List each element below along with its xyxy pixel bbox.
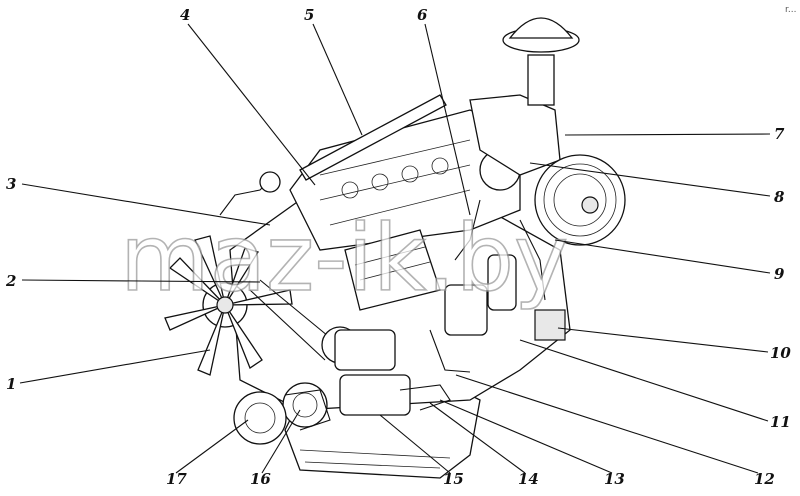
leader-8: [529, 162, 771, 197]
callout-labels: 1 2 3 4 5 6 7 8 9 10 11 12 13 14 15 16 1…: [5, 6, 791, 488]
callout-1: 1: [6, 375, 16, 393]
injection-pump: [344, 229, 441, 311]
callout-2: 2: [5, 272, 16, 290]
starter: [339, 374, 411, 416]
callout-4: 4: [180, 6, 190, 24]
leader-16: [261, 409, 301, 474]
callout-8: 8: [774, 188, 785, 206]
fuel-filter: [487, 254, 517, 311]
intake-pipe: [527, 54, 555, 106]
corner-mark: r...: [785, 5, 796, 15]
leader-9: [554, 239, 771, 274]
oil-filter: [444, 284, 488, 336]
pump-flange: [534, 309, 566, 341]
leader-3: [21, 183, 271, 226]
engine-drawing: [164, 17, 626, 479]
callout-5: 5: [304, 6, 314, 24]
cooling-fan: [164, 235, 293, 376]
leader-13: [439, 399, 613, 474]
leader-17: [175, 419, 249, 474]
leader-6: [424, 23, 471, 216]
thermostat-housing: [259, 171, 281, 193]
callout-16: 16: [250, 470, 271, 488]
leader-lines: [19, 23, 771, 474]
leader-4: [187, 23, 316, 186]
damper-pulley: [233, 391, 287, 445]
callout-9: 9: [774, 265, 785, 283]
fuel-rail: [299, 94, 447, 181]
leader-7: [564, 133, 771, 136]
callout-6: 6: [417, 6, 428, 24]
callout-15: 15: [443, 470, 464, 488]
callout-12: 12: [754, 470, 775, 488]
leader-14: [429, 402, 526, 474]
leader-2: [21, 279, 261, 283]
leader-1: [19, 349, 211, 384]
leader-11: [519, 339, 769, 422]
leader-10: [557, 327, 769, 353]
flywheel-housing: [534, 154, 626, 246]
watermark: maz-ik.by: [120, 205, 568, 312]
leader-15: [379, 414, 451, 474]
callout-11: 11: [770, 413, 791, 431]
leader-12: [455, 374, 759, 474]
callout-10: 10: [770, 344, 791, 362]
leader-5: [312, 23, 363, 136]
callout-3: 3: [6, 175, 16, 193]
callout-14: 14: [518, 470, 539, 488]
callout-7: 7: [774, 125, 785, 143]
callout-17: 17: [166, 470, 187, 488]
callout-13: 13: [604, 470, 625, 488]
air-cleaner-cap: [508, 17, 574, 39]
alternator: [334, 329, 396, 371]
